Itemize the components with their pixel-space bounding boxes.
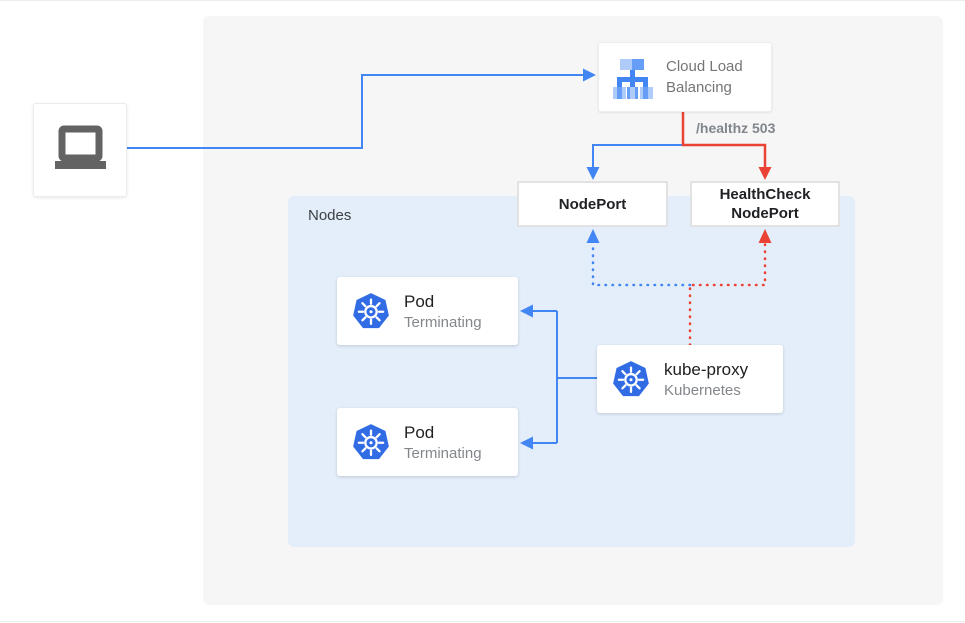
bottom-divider [0,621,965,622]
cloud-load-balancing-node: Cloud Load Balancing [598,42,772,112]
healthcheck-label-line2: NodePort [731,205,799,222]
kubernetes-icon [353,293,389,329]
healthcheck-label-line1: HealthCheck [719,186,811,203]
pod-node-1: Pod Terminating [337,277,518,345]
clb-label-line1: Cloud Load [666,58,743,75]
healthz-503-label: /healthz 503 [696,120,776,136]
pod2-text: Pod Terminating [404,423,482,462]
pod1-title: Pod [404,291,435,311]
kube-proxy-subtitle: Kubernetes [664,381,741,399]
nodeport-label: NodePort [558,195,627,213]
nodeport-node: NodePort [517,181,668,227]
kube-proxy-node: kube-proxy Kubernetes [597,345,783,413]
pod1-status: Terminating [404,313,482,331]
kubernetes-icon [613,361,649,397]
pod1-text: Pod Terminating [404,292,482,331]
healthcheck-nodeport-node: HealthCheck NodePort [690,181,840,227]
top-divider [0,0,965,1]
cloud-load-balancing-label: Cloud Load Balancing [666,56,743,98]
kube-proxy-title: kube-proxy [664,359,749,379]
laptop-icon [55,125,106,169]
cloud-load-balancing-icon [613,59,653,99]
client-node [33,103,127,197]
kube-proxy-text: kube-proxy Kubernetes [664,360,748,399]
clb-label-line2: Balancing [666,79,732,96]
pod2-title: Pod [404,422,435,442]
pod2-status: Terminating [404,444,482,462]
kubernetes-icon [353,424,389,460]
pod-node-2: Pod Terminating [337,408,518,476]
nodes-label: Nodes [308,207,352,224]
